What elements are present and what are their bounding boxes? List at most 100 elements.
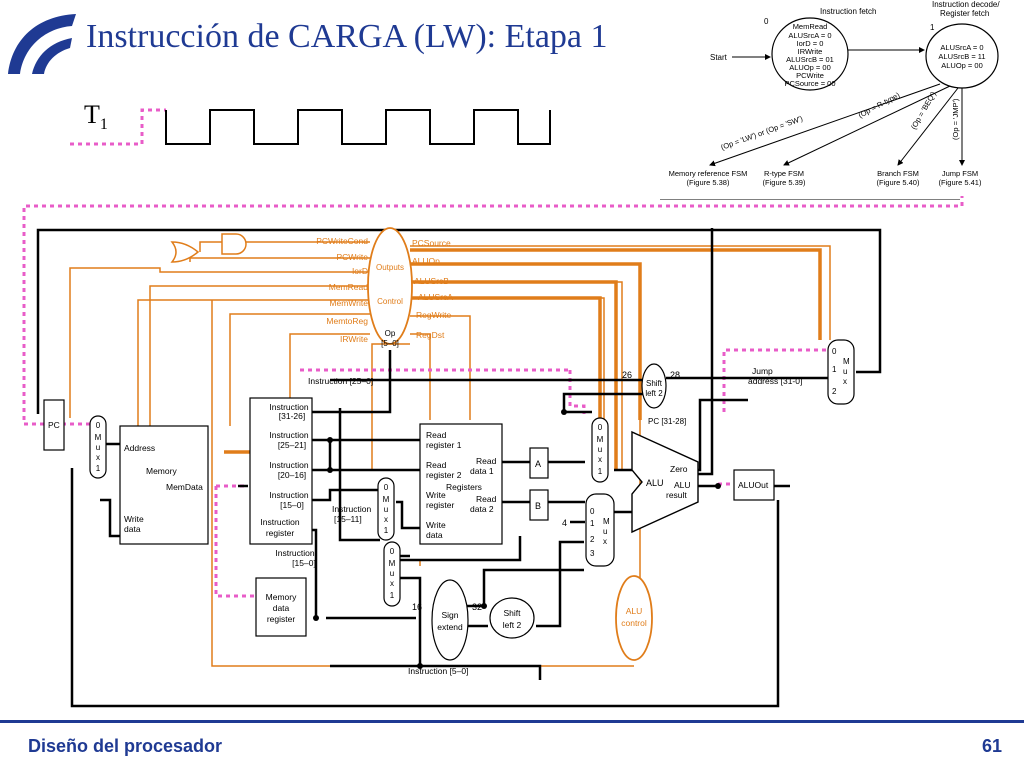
svg-text:ALUSrcB = 11: ALUSrcB = 11 (938, 52, 985, 61)
control-label: Control (377, 297, 403, 306)
svg-text:1: 1 (384, 526, 389, 535)
register-a-label: A (535, 459, 541, 469)
svg-text:M: M (389, 559, 396, 568)
control-unit (367, 227, 413, 345)
control-signal-labels-left: PCWriteCond PCWrite IorD MemRead MemWrit… (316, 236, 368, 344)
alu-zero: Zero (670, 464, 688, 474)
ir-15-11-range: [15–11] (334, 514, 362, 524)
register-file (419, 423, 503, 545)
svg-text:M: M (95, 433, 102, 442)
aluout-label: ALUOut (738, 480, 769, 490)
svg-text:PCSource = 00: PCSource = 00 (784, 79, 835, 88)
fsm-label-decode: Instruction decode/ (932, 0, 1000, 9)
clock-waveform (70, 108, 551, 146)
wire-junctions (313, 409, 721, 669)
svg-text:ALUSrcA: ALUSrcA (418, 292, 453, 302)
memory-writedata-2: data (124, 524, 141, 534)
constant-four: 4 (562, 518, 567, 528)
svg-text:IRWrite: IRWrite (798, 47, 823, 56)
footer-course: Diseño del procesador (28, 736, 223, 756)
fsm-cond-rtype: (Op = R-type) (857, 90, 902, 120)
svg-text:2: 2 (590, 535, 595, 544)
fsm-cond-lwsw: (Op = 'LW') or (Op = 'SW') (720, 114, 805, 152)
ir-15-0-range: [15–0] (292, 558, 316, 568)
svg-text:[20–16]: [20–16] (278, 470, 306, 480)
alu-result: ALU (674, 480, 691, 490)
fsm-mem-ref: Memory reference FSM (669, 169, 748, 178)
mux-memtoreg (383, 541, 401, 607)
fsm-jump-fig: (Figure 5.41) (939, 178, 982, 187)
footer-divider (0, 720, 1024, 723)
fsm-label-decode-2: Register fetch (940, 9, 989, 18)
svg-text:0: 0 (598, 423, 603, 432)
fsm-branch: Branch FSM (877, 169, 919, 178)
svg-text:u: u (843, 367, 847, 376)
shift-left2-lower-label-2: left 2 (503, 620, 522, 630)
svg-text:MemRead: MemRead (329, 282, 368, 292)
shift-left2-upper-label-2: left 2 (645, 389, 663, 398)
control-signal-labels-right: PCSource ALUOp ALUSrcB ALUSrcA RegWrite … (412, 238, 453, 340)
svg-text:MemtoReg: MemtoReg (326, 316, 368, 326)
svg-text:Read: Read (476, 494, 497, 504)
svg-text:Instruction: Instruction (269, 430, 308, 440)
svg-text:M: M (843, 357, 850, 366)
aluout-register (733, 469, 775, 501)
svg-text:0: 0 (96, 421, 101, 430)
svg-text:1: 1 (390, 591, 395, 600)
shift-left2-upper-label: Shift (646, 379, 663, 388)
svg-text:Write: Write (426, 490, 446, 500)
svg-text:1: 1 (832, 365, 837, 374)
svg-text:u: u (598, 445, 602, 454)
pc-control-gates (170, 233, 247, 263)
fsm-state0-num: 0 (764, 17, 769, 26)
svg-text:3: 3 (590, 549, 595, 558)
svg-text:x: x (96, 453, 100, 462)
control-op-range: [5–0] (381, 339, 399, 348)
svg-text:RegWrite: RegWrite (416, 310, 452, 320)
fsm-mem-ref-fig: (Figure 5.38) (687, 178, 730, 187)
svg-text:1: 1 (598, 467, 603, 476)
svg-text:data: data (426, 530, 443, 540)
svg-text:Instruction: Instruction (260, 517, 299, 527)
svg-text:Read: Read (426, 430, 447, 440)
svg-text:register: register (267, 614, 296, 624)
bits-28: 28 (670, 370, 680, 380)
pc-register (43, 399, 65, 451)
svg-text:MemRead: MemRead (793, 22, 828, 31)
alu-control-label: ALU (626, 606, 643, 616)
svg-text:ALUOp = 00: ALUOp = 00 (789, 63, 830, 72)
svg-text:PCWrite: PCWrite (796, 71, 824, 80)
fsm-cond-beq: (Op = 'BEQ') (909, 89, 938, 131)
instruction-register (249, 397, 313, 545)
shift-left2-lower (489, 597, 535, 639)
svg-text:ALUOp: ALUOp (412, 256, 440, 266)
svg-text:Registers: Registers (446, 482, 482, 492)
svg-text:ALUSrcA = 0: ALUSrcA = 0 (788, 31, 831, 40)
fsm-state1-text: ALUSrcA = 0 ALUSrcB = 11 ALUOp = 00 (938, 43, 985, 70)
svg-text:[15–0]: [15–0] (280, 500, 304, 510)
svg-text:Instruction: Instruction (269, 490, 308, 500)
alu-shape (631, 430, 699, 534)
svg-text:M: M (383, 495, 390, 504)
fsm-label-fetch: Instruction fetch (820, 7, 876, 16)
fsm-jump: Jump FSM (942, 169, 978, 178)
svg-text:x: x (598, 455, 602, 464)
shift-left2-lower-label: Shift (503, 608, 521, 618)
svg-text:[31-26]: [31-26] (279, 411, 305, 421)
svg-text:0: 0 (390, 547, 395, 556)
ir-15-11-label: Instruction (332, 504, 371, 514)
svg-text:data 1: data 1 (470, 466, 494, 476)
svg-text:x: x (603, 537, 607, 546)
pc-31-28: PC [31-28] (648, 417, 686, 426)
fsm-rtype-fig: (Figure 5.39) (763, 178, 806, 187)
register-a (529, 447, 549, 479)
mux-alusrca (591, 417, 609, 483)
sign-extend-label: Sign (441, 610, 458, 620)
jump-address: Jump (752, 366, 773, 376)
fsm-start: Start (710, 53, 728, 62)
svg-text:0: 0 (590, 507, 595, 516)
svg-text:1: 1 (590, 519, 595, 528)
svg-text:0: 0 (832, 347, 837, 356)
fsm-cond-jmp: (Op = 'JMP') (951, 98, 960, 140)
university-logo (8, 14, 76, 74)
